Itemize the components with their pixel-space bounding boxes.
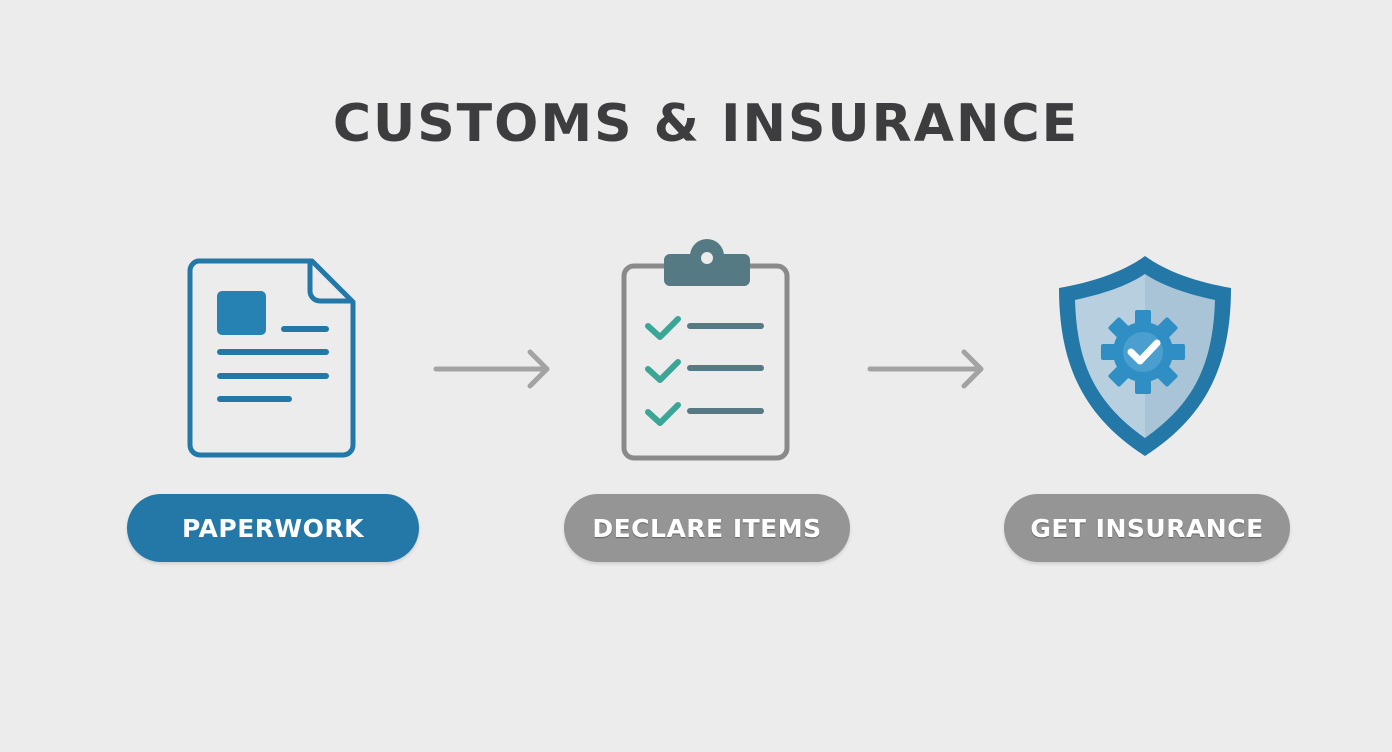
- clipboard-checklist-icon: [621, 239, 790, 461]
- arrow-right-icon: [867, 349, 984, 389]
- step-paperwork-label: PAPERWORK: [182, 513, 364, 543]
- step-get-insurance-button[interactable]: GET INSURANCE: [1004, 494, 1290, 562]
- step-get-insurance-label: GET INSURANCE: [1030, 513, 1264, 543]
- shield-gear-check-icon: [1059, 256, 1231, 456]
- step-declare-items-label: DECLARE ITEMS: [592, 513, 822, 543]
- page-title: CUSTOMS & INSURANCE: [332, 94, 1080, 154]
- arrow-right-icon: [433, 349, 550, 389]
- step-declare-items-button[interactable]: DECLARE ITEMS: [564, 494, 850, 562]
- step-paperwork-button[interactable]: PAPERWORK: [127, 494, 419, 562]
- document-icon: [187, 258, 356, 458]
